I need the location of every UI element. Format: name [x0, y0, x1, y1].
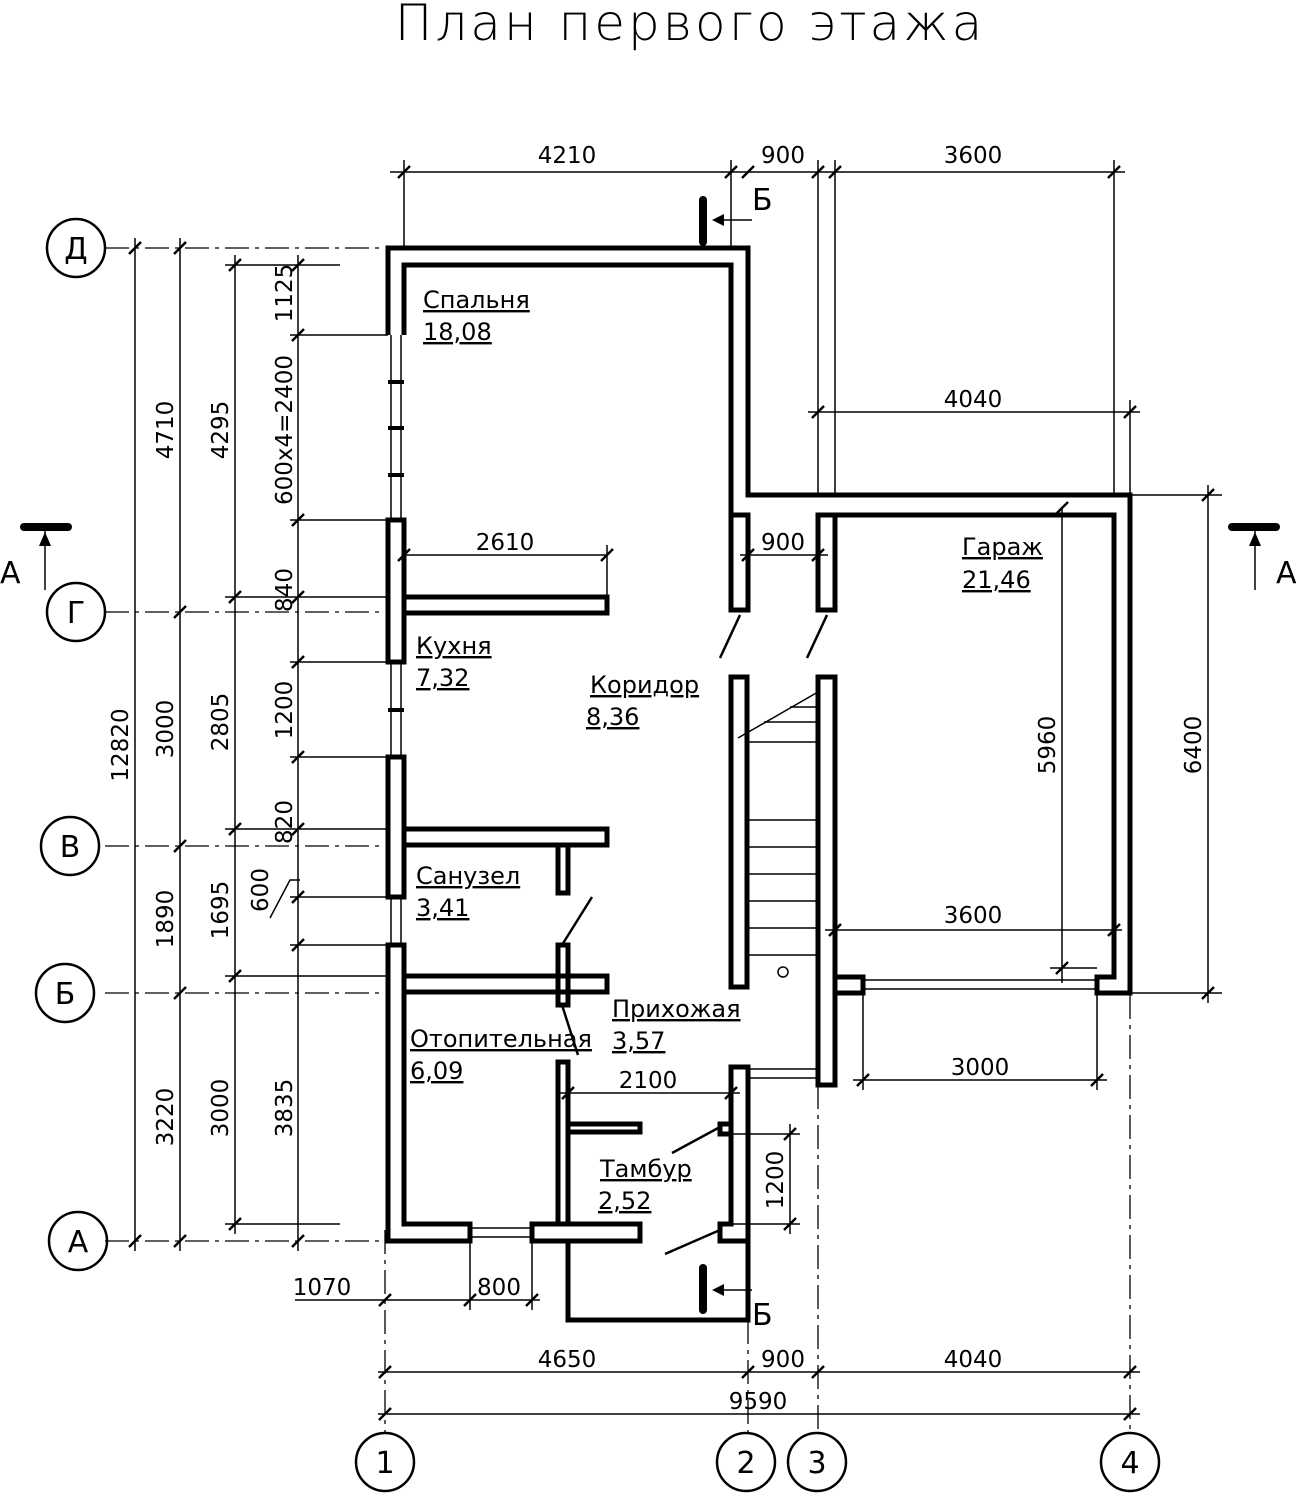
room-kitchen-area: 7,32 — [416, 664, 469, 692]
dim-door-900: 900 — [761, 530, 805, 556]
axis-label-2: 2 — [736, 1446, 755, 1481]
dim-vest-2100: 2100 — [619, 1068, 678, 1094]
axis-label-d: Д — [64, 232, 87, 267]
room-hall-area: 3,57 — [612, 1027, 665, 1055]
dim-left-2805: 2805 — [208, 693, 234, 752]
dim-left-1695: 1695 — [208, 881, 234, 940]
room-vestibule-name: Тамбур — [599, 1155, 692, 1183]
dim-garage-4040: 4040 — [944, 387, 1003, 413]
dim-win-600: 600 — [248, 868, 274, 912]
dim-left-12820: 12820 — [108, 708, 134, 781]
dim-bottom-4040: 4040 — [944, 1347, 1003, 1373]
dim-win-3835: 3835 — [272, 1079, 298, 1138]
dim-garage-3600: 3600 — [944, 903, 1003, 929]
dim-bottom-1070: 1070 — [293, 1275, 352, 1301]
room-bedroom-area: 18,08 — [423, 318, 492, 346]
axis-label-b: Б — [55, 977, 76, 1012]
dim-win-1125: 1125 — [272, 264, 298, 323]
dim-bottom-4650: 4650 — [538, 1347, 597, 1373]
dim-left-4295: 4295 — [208, 401, 234, 460]
dim-top-3600: 3600 — [944, 143, 1003, 169]
section-b-bottom-label: Б — [752, 1298, 773, 1333]
axis-label-3: 3 — [807, 1446, 826, 1481]
axis-lines — [105, 247, 1131, 1432]
dimension-ticks — [128, 165, 1215, 1421]
axis-label-g: Г — [67, 596, 85, 631]
axis-label-v: В — [60, 830, 81, 865]
dim-left-1890: 1890 — [153, 890, 179, 949]
dim-left-4710: 4710 — [153, 401, 179, 460]
section-markers: Б Б А А — [0, 183, 1297, 1333]
section-b-top-label: Б — [752, 183, 773, 218]
room-vestibule-area: 2,52 — [598, 1187, 651, 1215]
stair — [737, 691, 819, 978]
room-bathroom-name: Санузел — [416, 862, 520, 890]
dim-left-3000b: 3000 — [208, 1079, 234, 1138]
room-boiler-name: Отопительная — [410, 1025, 592, 1053]
dim-win-600x4: 600х4=2400 — [272, 355, 298, 505]
axis-label-4: 4 — [1120, 1446, 1139, 1481]
room-hall-name: Прихожая — [612, 995, 741, 1023]
dim-left-3000a: 3000 — [153, 700, 179, 759]
dim-bottom-900: 900 — [761, 1347, 805, 1373]
dim-gate-3000: 3000 — [951, 1055, 1010, 1081]
walls — [385, 245, 1133, 1323]
dim-vest-1200: 1200 — [763, 1151, 789, 1210]
windows — [388, 335, 1097, 1238]
dim-garage-6400: 6400 — [1181, 716, 1207, 775]
room-bedroom-name: Спальня — [423, 286, 530, 314]
row-axis-markers: Д Г В Б А — [34, 217, 109, 1272]
dimension-lines — [134, 160, 1222, 1415]
axis-label-1: 1 — [375, 1446, 394, 1481]
room-labels: Спальня 18,08 Кухня 7,32 Коридор 8,36 Са… — [410, 286, 1043, 1215]
axis-label-a: А — [68, 1225, 89, 1260]
dim-bottom-800: 800 — [477, 1275, 521, 1301]
dim-bottom-9590: 9590 — [729, 1389, 788, 1415]
dim-left-3220: 3220 — [153, 1088, 179, 1147]
dim-top-4210: 4210 — [538, 143, 597, 169]
room-corridor-name: Коридор — [590, 671, 699, 699]
room-corridor-area: 8,36 — [586, 703, 639, 731]
dim-kitchen-2610: 2610 — [476, 530, 535, 556]
dim-win-840: 840 — [272, 568, 298, 612]
plan-title: План первого этажа — [395, 0, 985, 52]
dim-top-900: 900 — [761, 143, 805, 169]
dim-win-820: 820 — [272, 800, 298, 844]
room-garage-name: Гараж — [962, 533, 1043, 561]
section-a-right-label: А — [1276, 556, 1297, 591]
room-bathroom-area: 3,41 — [416, 894, 469, 922]
column-axis-markers: 1 2 3 4 — [354, 1431, 1161, 1493]
room-garage-area: 21,46 — [962, 566, 1031, 594]
dim-win-1200: 1200 — [272, 681, 298, 740]
room-boiler-area: 6,09 — [410, 1057, 463, 1085]
dim-garage-5960: 5960 — [1035, 716, 1061, 775]
section-a-left-label: А — [0, 556, 21, 591]
door-leaves — [560, 614, 829, 1256]
room-kitchen-name: Кухня — [416, 632, 492, 660]
